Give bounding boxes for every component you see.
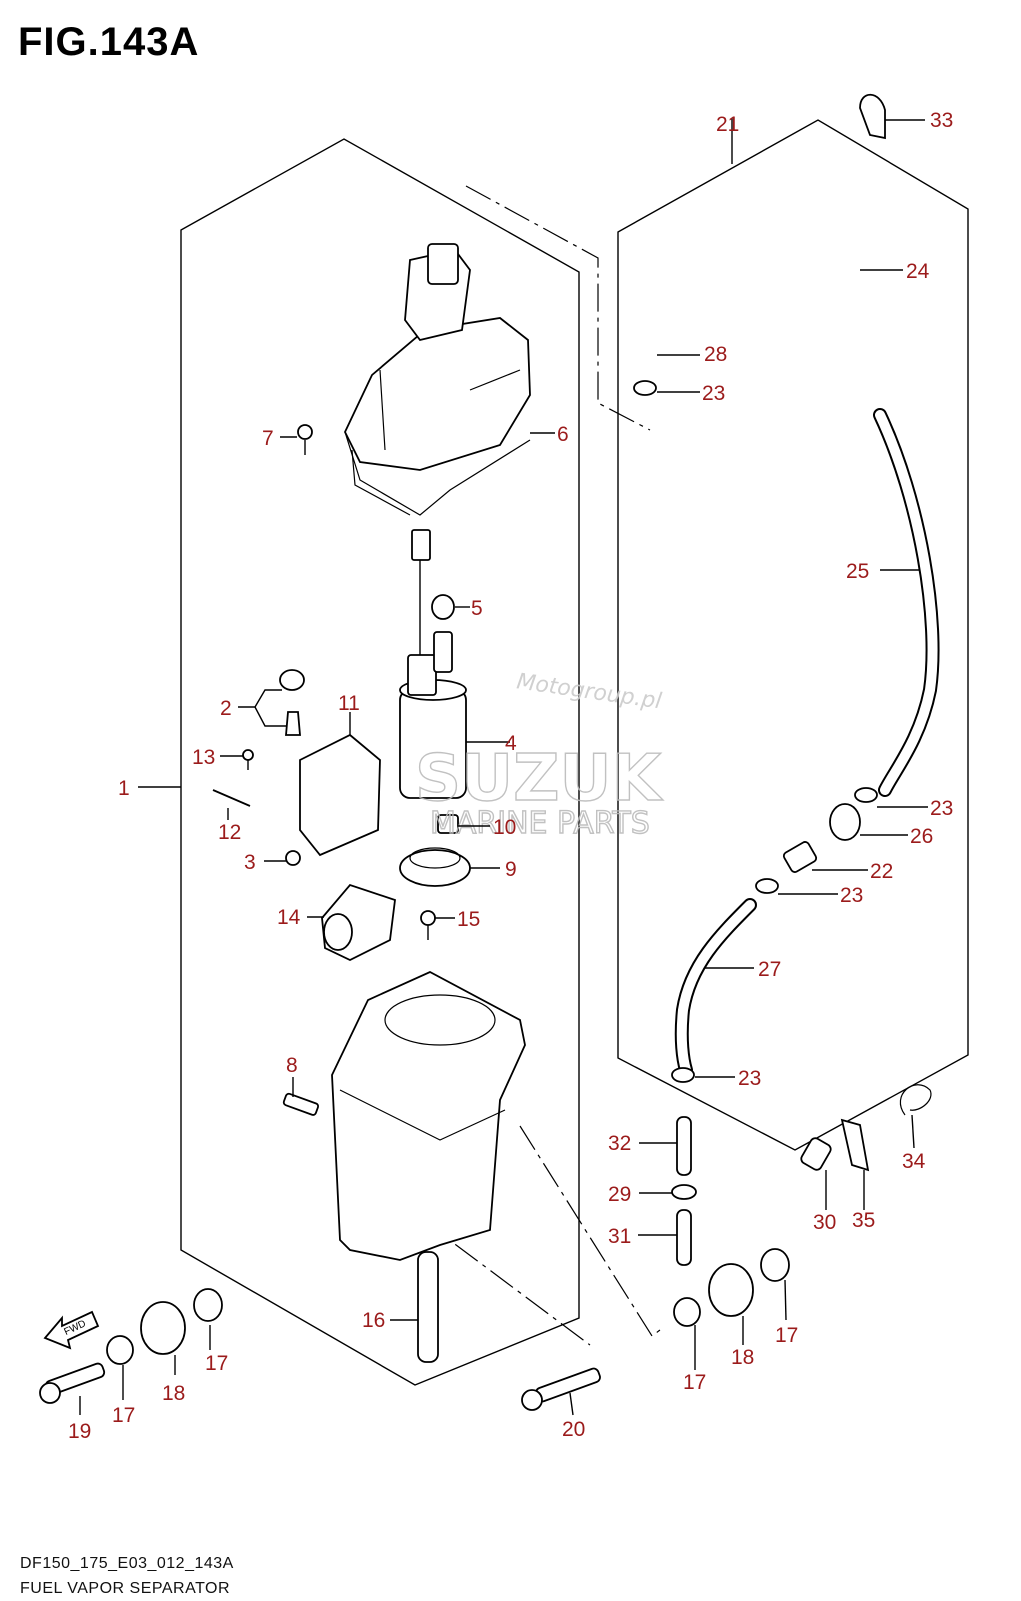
tube-31: [676, 1209, 692, 1266]
group-outline-right: [617, 119, 969, 1151]
clamp-23-c: [755, 878, 779, 894]
grommet-5: [431, 594, 455, 620]
watermark-line3: MARINE PARTS: [430, 806, 650, 841]
label-6: 6: [557, 423, 569, 446]
cap-30: [800, 1137, 832, 1171]
label-17-b: 17: [112, 1404, 135, 1427]
collar-17-left-a: [193, 1288, 223, 1322]
hose-24-inner: [645, 178, 885, 415]
label-23-b: 23: [930, 797, 953, 820]
bolt-20: [521, 1367, 601, 1411]
label-26: 26: [910, 825, 933, 848]
dashdot-line-bottom: [519, 1125, 661, 1337]
collar-17-right-b: [673, 1297, 701, 1327]
label-10: 10: [493, 816, 516, 839]
label-23-a: 23: [702, 382, 725, 405]
pin-12: [212, 789, 251, 807]
label-17-d: 17: [775, 1324, 798, 1347]
collar-17-left-b: [106, 1335, 134, 1365]
dashdot-line-top: [465, 185, 651, 431]
clamp-23-b: [854, 787, 878, 803]
label-23-c: 23: [840, 884, 863, 907]
bolt-19: [39, 1362, 106, 1404]
leader-lines: [79, 118, 928, 1416]
label-5: 5: [471, 597, 483, 620]
clip-34: [899, 1084, 932, 1116]
label-9: 9: [505, 858, 517, 881]
label-34: 34: [902, 1150, 926, 1173]
screw-13: [242, 749, 254, 770]
label-32: 32: [608, 1132, 631, 1155]
label-20: 20: [562, 1418, 585, 1441]
label-15: 15: [457, 908, 480, 931]
label-22: 22: [870, 860, 893, 883]
label-2: 2: [220, 697, 232, 720]
clamp-35: [840, 1118, 870, 1172]
label-25: 25: [846, 560, 869, 583]
label-28: 28: [704, 343, 727, 366]
hose-25-inner: [875, 410, 938, 795]
label-18-b: 18: [731, 1346, 754, 1369]
clamp-29: [671, 1184, 697, 1200]
label-13: 13: [192, 746, 215, 769]
clip-33: [859, 93, 886, 140]
footer-name: FUEL VAPOR SEPARATOR: [20, 1580, 231, 1597]
fwd-arrow: FWD: [43, 1310, 100, 1350]
label-17-c: 17: [683, 1371, 706, 1394]
label-7: 7: [262, 427, 274, 450]
label-1: 1: [118, 777, 130, 800]
watermark: Motogroup.pl SUZUK MARINE PARTS: [414, 669, 664, 841]
grommet-18-right: [708, 1263, 754, 1317]
label-18-a: 18: [162, 1382, 185, 1405]
label-11: 11: [338, 692, 360, 715]
label-4: 4: [505, 732, 517, 755]
cover-assembly: [343, 243, 531, 516]
tube-32: [676, 1116, 692, 1176]
label-23-d: 23: [738, 1067, 761, 1090]
label-35: 35: [852, 1209, 875, 1232]
label-8: 8: [286, 1054, 298, 1077]
watermark-line2: SUZUK: [415, 742, 663, 816]
watermark-line1: Motogroup.pl: [515, 669, 663, 714]
label-24: 24: [906, 260, 930, 283]
label-3: 3: [244, 851, 256, 874]
label-29: 29: [608, 1183, 631, 1206]
label-17-a: 17: [205, 1352, 228, 1375]
label-14: 14: [277, 906, 301, 929]
label-12: 12: [218, 821, 241, 844]
clamp-23-top: [633, 380, 657, 396]
grommet-18-left: [140, 1301, 186, 1355]
hose-27-inner: [676, 900, 755, 1075]
valve-2: [279, 669, 305, 736]
filter-10: [437, 814, 459, 834]
label-19: 19: [68, 1420, 91, 1443]
collar-17-right-a: [760, 1248, 790, 1282]
clamp-23-d: [671, 1067, 695, 1083]
part-labels: 1 2 3 4 5 6 7 8 9 10 11 12 13 14 15 16 1…: [68, 109, 953, 1443]
screw-7: [297, 424, 313, 455]
label-16: 16: [362, 1309, 385, 1332]
label-30: 30: [813, 1211, 836, 1234]
bracket-cover-11: [299, 733, 381, 857]
screw-3: [285, 850, 301, 866]
label-33: 33: [930, 109, 953, 132]
filter-22: [782, 841, 818, 873]
separator-tank: [331, 970, 526, 1261]
grommet-26: [829, 803, 861, 841]
bolt-8: [282, 1092, 320, 1116]
label-31: 31: [608, 1225, 631, 1248]
figure-title: FIG.143A: [18, 20, 200, 64]
tube-16: [417, 1251, 439, 1363]
label-21: 21: [716, 113, 739, 136]
regulator-14: [321, 883, 396, 962]
footer-code: DF150_175_E03_012_143A: [20, 1555, 234, 1572]
group-outline-left: [180, 138, 580, 1386]
screw-15: [420, 910, 436, 940]
label-27: 27: [758, 958, 781, 981]
holder-9: [399, 847, 471, 887]
fuel-pump: [399, 529, 467, 799]
